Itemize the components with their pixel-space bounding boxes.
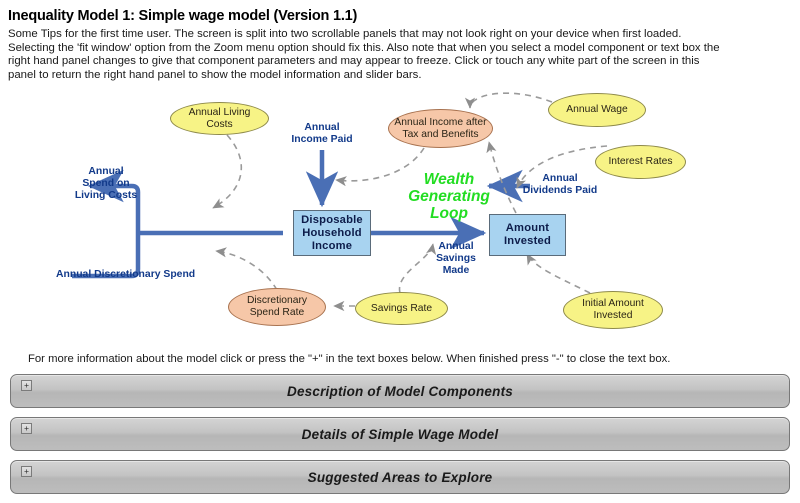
- link-living-costs-to-spend: [212, 134, 243, 209]
- label-annual-spend-on-living-costs: Annual Spend on Living Costs: [74, 166, 138, 201]
- node-label: Amount Invested: [504, 222, 551, 247]
- label-annual-savings-made: Annual Savings Made: [436, 241, 476, 276]
- accordion-item-label: Suggested Areas to Explore: [307, 469, 493, 485]
- node-label: Discretionary Spend Rate: [246, 295, 308, 318]
- node-discretionary-spend-rate[interactable]: Discretionary Spend Rate: [228, 288, 326, 326]
- accordion-item-label: Description of Model Components: [287, 383, 513, 399]
- accordion-item-description-of-model-components[interactable]: + Description of Model Components: [10, 374, 790, 408]
- link-discretionary-rate-to-spend: [215, 247, 278, 291]
- accordion-item-label: Details of Simple Wage Model: [301, 426, 499, 442]
- diagram-canvas: [72, 92, 608, 312]
- node-amount-invested[interactable]: Amount Invested: [489, 214, 566, 256]
- page-title: Inequality Model 1: Simple wage model (V…: [8, 8, 358, 24]
- link-savings-rate-to-savings-made: [398, 243, 437, 294]
- link-annual-wage-to-income-after-tax: [464, 92, 553, 109]
- model-diagram[interactable]: Disposable Household Income Amount Inves…: [0, 88, 800, 343]
- expand-plus-icon[interactable]: +: [21, 380, 32, 391]
- header: Inequality Model 1: Simple wage model (V…: [8, 8, 768, 82]
- info-line: For more information about the model cli…: [28, 353, 671, 365]
- node-label: Savings Rate: [370, 302, 433, 314]
- node-label: Initial Amount Invested: [582, 298, 644, 321]
- node-savings-rate[interactable]: Savings Rate: [355, 292, 448, 325]
- node-label: Annual Living Costs: [188, 106, 251, 130]
- node-label: Interest Rates: [608, 156, 673, 167]
- link-dividends-to-income-after-tax: [486, 141, 517, 214]
- label-annual-dividends-paid: Annual Dividends Paid: [522, 173, 598, 196]
- link-initial-amount-to-amount-invested: [526, 253, 591, 294]
- expand-plus-icon[interactable]: +: [21, 423, 32, 434]
- model-page: Inequality Model 1: Simple wage model (V…: [0, 8, 800, 494]
- label-wealth-generating-loop: Wealth Generating Loop: [408, 171, 490, 222]
- accordion-item-suggested-areas-to-explore[interactable]: + Suggested Areas to Explore: [10, 460, 790, 494]
- intro-paragraph: Some Tips for the first time user. The s…: [8, 28, 720, 81]
- expand-plus-icon[interactable]: +: [21, 466, 32, 477]
- link-interest-rates-to-dividends: [516, 145, 608, 189]
- node-interest-rates[interactable]: Interest Rates: [595, 145, 686, 179]
- flow-annual-discretionary-spend: [72, 233, 141, 279]
- accordion: + Description of Model Components + Deta…: [10, 374, 790, 503]
- node-annual-income-after-tax-and-benefits[interactable]: Annual Income after Tax and Benefits: [388, 109, 493, 148]
- link-income-after-tax-to-income-paid: [335, 147, 425, 187]
- node-annual-wage[interactable]: Annual Wage: [548, 93, 646, 127]
- node-initial-amount-invested[interactable]: Initial Amount Invested: [563, 291, 663, 329]
- node-disposable-household-income[interactable]: Disposable Household Income: [293, 210, 371, 256]
- label-annual-income-paid: Annual Income Paid: [291, 122, 353, 145]
- node-annual-living-costs[interactable]: Annual Living Costs: [170, 102, 269, 135]
- node-label: Annual Wage: [566, 104, 628, 115]
- node-label: Annual Income after Tax and Benefits: [394, 116, 487, 140]
- accordion-item-details-of-simple-wage-model[interactable]: + Details of Simple Wage Model: [10, 417, 790, 451]
- node-label: Disposable Household Income: [301, 213, 363, 252]
- flow-annual-spend-living-costs: [87, 169, 141, 233]
- label-annual-discretionary-spend: Annual Discretionary Spend: [56, 269, 196, 280]
